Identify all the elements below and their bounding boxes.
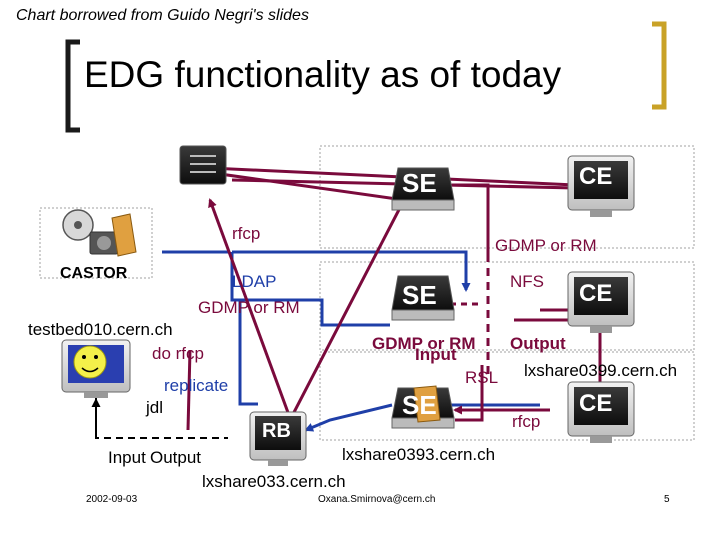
label-rfcp-top: rfcp [232,224,261,243]
label-lxshare0393: lxshare0393.cern.ch [342,445,496,464]
server-se-bottom-icon [391,385,455,429]
label-gdmp-rm-center: GDMP or RM [372,334,476,353]
label-input-center: Input [415,345,457,364]
label-rsl: RSL [465,368,499,387]
label-gdmp-rm-left: GDMP or RM [198,298,300,317]
label-output-right: Output [510,334,566,353]
label-ldap: LDAP [232,272,277,291]
title-bracket-right [652,21,667,110]
computer-ce-bottom-icon [567,381,635,443]
site-boxes [39,145,695,441]
node-castor-label: CASTOR [60,265,128,282]
footer-page-number: 5 [664,494,670,505]
label-do-rfcp: do rfcp [152,344,204,363]
label-output-left: Output [150,448,202,467]
io-loop [91,386,228,439]
label-rfcp-bottom: rfcp [512,412,541,431]
footer-author: Oxana.Smirnova@cern.ch [318,494,436,505]
title-bracket-left [65,39,80,133]
label-replicate: replicate [164,376,229,395]
catalog-device-icon [179,145,227,185]
label-lxshare033: lxshare033.cern.ch [202,472,346,491]
label-gdmp-rm-right: GDMP or RM [495,236,597,255]
slide-credit: Chart borrowed from Guido Negri's slides [16,7,309,24]
node-ce-mid-label: CE [579,280,613,307]
node-se-top-label: SE [402,168,437,198]
node-se-mid-label: SE [402,280,437,310]
node-ce-top-label: CE [579,163,613,190]
node-ce-bottom-label: CE [579,390,613,417]
label-jdl: jdl [146,398,164,417]
label-lxshare0399: lxshare0399.cern.ch [524,361,678,380]
label-testbed: testbed010.cern.ch [28,320,173,339]
computer-rb-icon [249,411,307,466]
server-se-mid-icon [391,275,455,321]
node-rb-label: RB [262,420,291,442]
blue-arrows [162,250,540,432]
label-input-left: Input [108,448,146,467]
label-nfs: NFS [510,272,544,291]
node-se-bottom-label: SE [402,390,437,420]
computer-ce-top-icon [567,155,635,217]
computer-ce-mid-icon [567,271,635,333]
slide-title: EDG functionality as of today [84,54,562,95]
castor-icon [62,209,137,257]
user-computer-icon [61,339,131,398]
footer-date: 2002-09-03 [86,494,138,505]
server-se-top-icon [391,167,455,211]
